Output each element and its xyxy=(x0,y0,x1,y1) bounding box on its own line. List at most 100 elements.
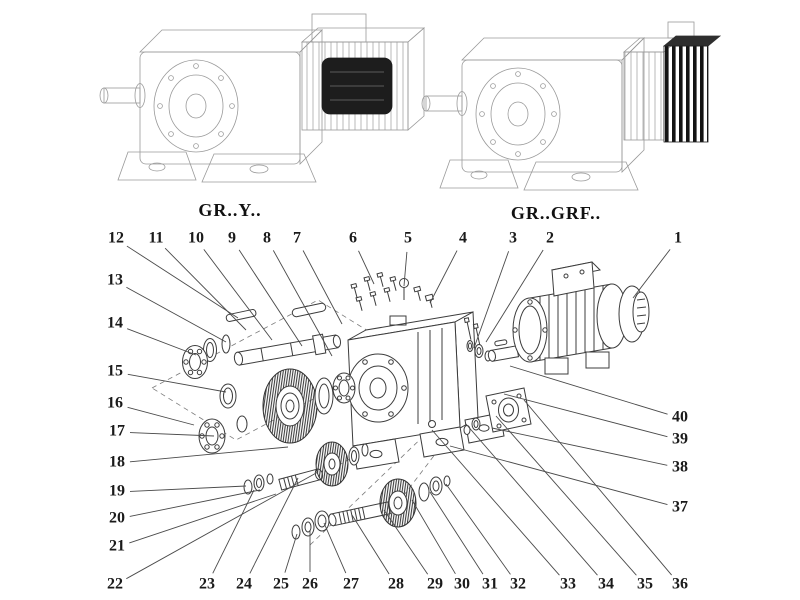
callout-number-39: 39 xyxy=(672,431,688,448)
mounting-foot xyxy=(523,161,639,191)
output-shaft-right-unit xyxy=(425,95,463,112)
callout-number-37: 37 xyxy=(672,499,688,516)
callout-number-15: 15 xyxy=(107,363,123,380)
callout-number-8: 8 xyxy=(263,230,271,247)
leader-line-9 xyxy=(238,249,303,347)
label-gr-y: GR..Y.. xyxy=(198,200,261,220)
callout-number-23: 23 xyxy=(199,576,215,593)
oil-fill-boss xyxy=(389,315,407,326)
callout-number-29: 29 xyxy=(427,576,443,593)
drain-plug xyxy=(428,420,436,428)
leader-line-16 xyxy=(127,406,195,426)
callout-number-36: 36 xyxy=(672,576,688,593)
mounting-foot xyxy=(439,159,519,189)
leader-line-1 xyxy=(632,249,671,299)
callout-number-30: 30 xyxy=(454,576,470,593)
breather-plug xyxy=(424,293,434,308)
callout-number-4: 4 xyxy=(459,230,467,247)
helical-gear-large xyxy=(262,368,318,444)
callout-number-3: 3 xyxy=(509,230,517,247)
leader-line-23 xyxy=(212,489,255,574)
leader-line-35 xyxy=(495,415,637,576)
callout-number-17: 17 xyxy=(109,423,125,440)
leader-line-5 xyxy=(403,251,408,287)
leader-line-39 xyxy=(503,393,668,438)
assembled-gearmotor-gr-y xyxy=(99,13,426,183)
output-rings xyxy=(418,475,451,502)
retaining-ring xyxy=(236,415,248,433)
leader-line-14 xyxy=(126,328,197,356)
callout-number-38: 38 xyxy=(672,459,688,476)
callout-number-26: 26 xyxy=(302,576,318,593)
ball-bearing-bore xyxy=(332,372,356,404)
leader-line-3 xyxy=(473,251,510,349)
output-shaft-left-unit xyxy=(103,87,141,104)
leader-line-20 xyxy=(129,489,261,517)
leader-line-13 xyxy=(126,286,227,343)
callout-number-20: 20 xyxy=(109,510,125,527)
leader-line-4 xyxy=(429,250,458,304)
leader-line-38 xyxy=(491,427,668,466)
leader-line-22 xyxy=(126,471,319,580)
callout-number-11: 11 xyxy=(148,230,163,247)
leader-line-21 xyxy=(129,493,277,544)
leader-line-17 xyxy=(129,432,215,437)
callout-number-7: 7 xyxy=(293,230,301,247)
mounting-foot xyxy=(117,151,197,181)
callout-number-13: 13 xyxy=(107,272,123,289)
leader-line-29 xyxy=(383,509,429,575)
leader-line-31 xyxy=(429,491,484,575)
leader-line-7 xyxy=(302,250,343,325)
ball-bearing-input xyxy=(182,345,208,379)
cover-bolts xyxy=(350,271,434,311)
leader-line-36 xyxy=(523,399,672,576)
eyebolt xyxy=(399,278,409,300)
electric-motor xyxy=(512,261,650,375)
leader-line-32 xyxy=(445,483,511,575)
input-shaft xyxy=(233,333,342,366)
mounting-foot xyxy=(201,153,317,183)
leader-line-34 xyxy=(465,423,598,576)
shaft-keys xyxy=(225,302,327,322)
callout-number-1: 1 xyxy=(674,230,682,247)
callout-number-10: 10 xyxy=(188,230,204,247)
label-gr-grf: GR..GRF.. xyxy=(511,203,601,223)
terminal-box xyxy=(551,261,595,297)
gear-intermediate xyxy=(315,441,349,487)
callout-number-33: 33 xyxy=(560,576,576,593)
output-washers xyxy=(291,510,330,540)
callout-number-32: 32 xyxy=(510,576,526,593)
motor-shaft-key xyxy=(494,339,508,347)
gear-output xyxy=(379,478,417,528)
gear-housing xyxy=(347,311,505,470)
callout-number-27: 27 xyxy=(343,576,359,593)
leader-line-2 xyxy=(485,249,544,343)
leader-line-25 xyxy=(284,533,298,573)
exploded-view xyxy=(151,261,650,546)
assembled-gearmotor-gr-grf xyxy=(421,21,722,191)
leader-line-24 xyxy=(249,477,299,574)
callout-number-31: 31 xyxy=(482,576,498,593)
callout-number-40: 40 xyxy=(672,409,688,426)
callout-number-22: 22 xyxy=(107,576,123,593)
callout-number-35: 35 xyxy=(637,576,653,593)
spacer-ring xyxy=(219,383,237,409)
callout-number-19: 19 xyxy=(109,483,125,500)
callout-number-21: 21 xyxy=(109,538,125,555)
motor-foot xyxy=(585,351,610,369)
leader-line-10 xyxy=(203,249,273,341)
callout-number-18: 18 xyxy=(109,454,125,471)
callout-number-9: 9 xyxy=(228,230,236,247)
leader-line-28 xyxy=(351,514,390,575)
terminal-box xyxy=(311,13,367,43)
callout-number-25: 25 xyxy=(273,576,289,593)
callout-number-24: 24 xyxy=(236,576,252,593)
leader-line-37 xyxy=(449,445,668,506)
leader-line-30 xyxy=(411,499,456,575)
gear-side-ring xyxy=(314,377,334,415)
leader-line-40 xyxy=(509,365,668,415)
callout-number-5: 5 xyxy=(404,230,412,247)
adapter-flange xyxy=(463,387,532,435)
